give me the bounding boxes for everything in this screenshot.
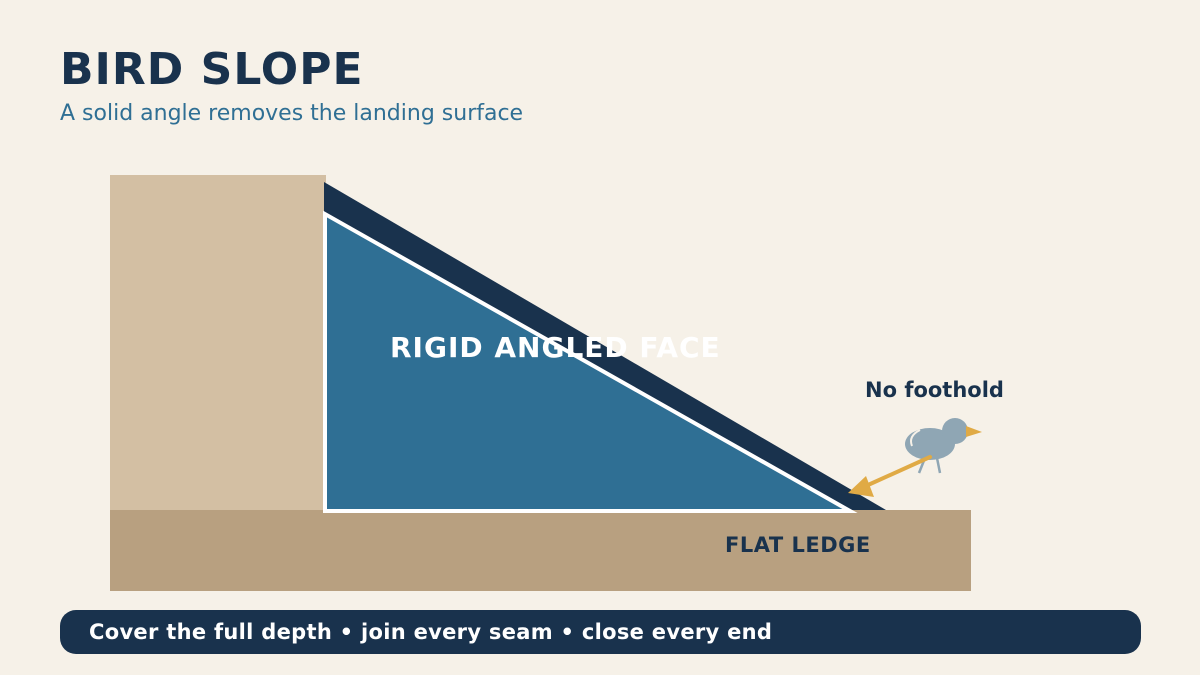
page-title: BIRD SLOPE — [60, 44, 364, 95]
footer-text: Cover the full depth • join every seam •… — [89, 620, 773, 644]
slope-cap — [324, 182, 886, 510]
face-label: RIGID ANGLED FACE — [390, 331, 721, 364]
bird-icon — [905, 418, 982, 474]
bird-label: No foothold — [865, 378, 1004, 402]
rigid-angled-face — [323, 210, 858, 513]
flat-ledge — [110, 510, 971, 591]
arrow-icon — [848, 455, 932, 497]
footer-banner: Cover the full depth • join every seam •… — [60, 610, 1141, 654]
ledge-label: FLAT LEDGE — [725, 533, 871, 557]
page-subtitle: A solid angle removes the landing surfac… — [60, 101, 524, 126]
wall-block — [110, 175, 326, 511]
